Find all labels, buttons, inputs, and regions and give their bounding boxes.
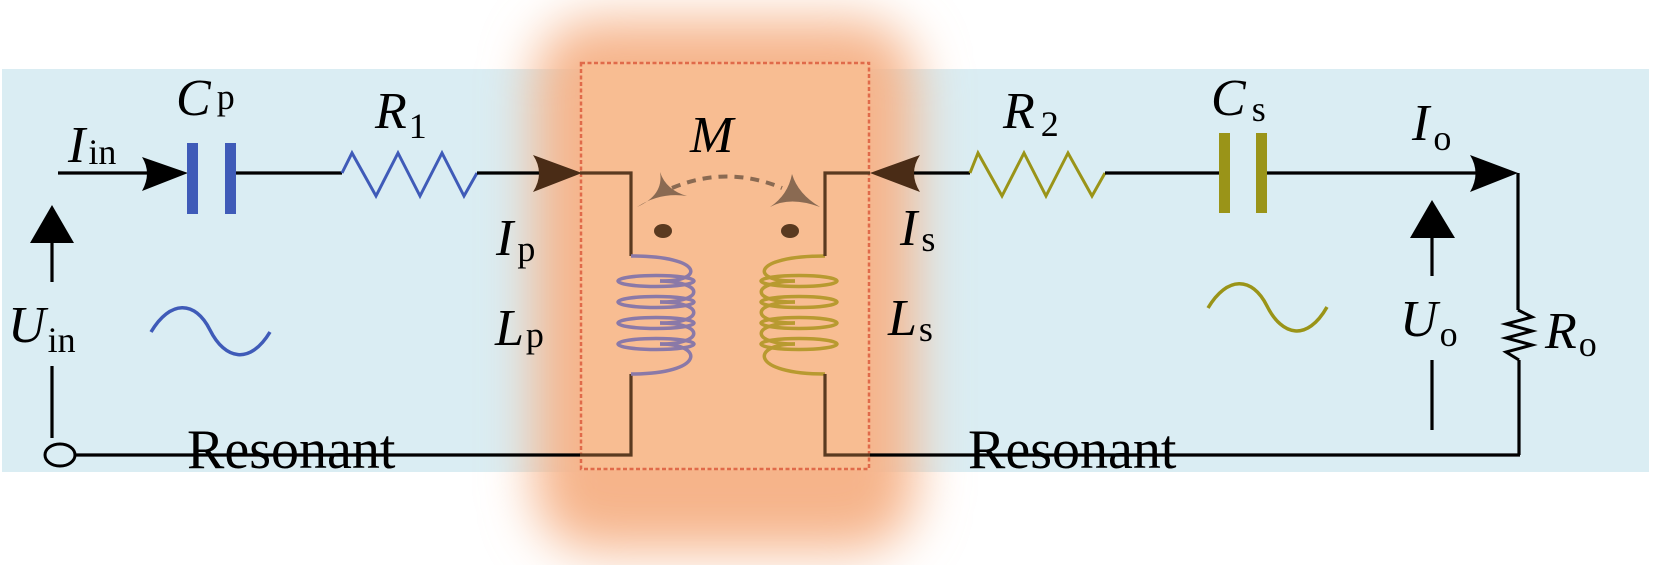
coupler-dashed-border xyxy=(579,61,871,471)
primary-coil-bottom-lead xyxy=(580,374,633,457)
input-voltage-arrowhead xyxy=(30,205,74,243)
primary-coil-top-lead xyxy=(580,171,633,256)
primary-ac-sine-icon xyxy=(149,306,272,357)
secondary-current-arrowhead xyxy=(870,155,920,192)
input-terminal xyxy=(43,442,77,468)
coupling-arrowhead-right xyxy=(770,174,820,207)
label-output-voltage: Uo xyxy=(1400,291,1458,354)
primary-inductor-coil xyxy=(616,254,696,376)
label-load-resistor: Ro xyxy=(1544,303,1597,364)
primary-resistor xyxy=(340,149,479,200)
label-primary-inductor: Lp xyxy=(494,300,544,357)
secondary-coil-top-lead xyxy=(823,171,870,256)
label-primary-resistor: R1 xyxy=(374,83,427,146)
primary-resonant-label: Resonant xyxy=(187,419,396,481)
mutual-coupling-arc xyxy=(671,174,783,190)
load-resistor xyxy=(1500,308,1538,362)
label-secondary-inductor: Ls xyxy=(887,290,933,349)
primary-polarity-dot xyxy=(654,224,672,238)
secondary-coil-bottom-lead xyxy=(823,374,870,457)
label-input-current: Iin xyxy=(67,117,116,174)
coupling-arrowhead-left xyxy=(637,172,687,207)
secondary-resonant-label: Resonant xyxy=(968,419,1177,481)
secondary-resistor xyxy=(968,149,1107,200)
output-current-arrowhead xyxy=(1470,155,1518,192)
label-mutual-inductance: M xyxy=(689,107,736,164)
output-voltage-arrowhead xyxy=(1410,200,1455,238)
secondary-inductor-coil xyxy=(759,254,839,376)
primary-current-arrowhead xyxy=(533,155,582,192)
secondary-ac-sine-icon xyxy=(1206,282,1329,333)
label-input-voltage: Uin xyxy=(8,297,76,360)
coupler-fill xyxy=(580,62,870,470)
secondary-capacitor xyxy=(1219,133,1267,213)
input-current-arrowhead xyxy=(142,157,188,191)
primary-capacitor xyxy=(187,143,236,214)
secondary-polarity-dot xyxy=(781,224,799,238)
